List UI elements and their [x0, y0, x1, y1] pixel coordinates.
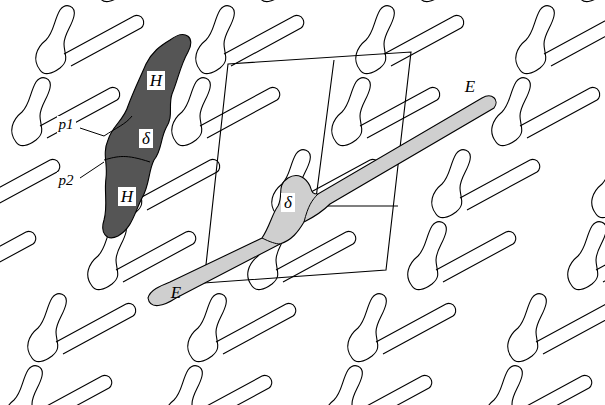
molecule-core	[356, 6, 395, 74]
molecule-tail	[116, 231, 196, 282]
molecule-outline	[484, 366, 592, 405]
molecule-core	[516, 6, 555, 74]
molecule-tail	[0, 231, 36, 282]
molecule-core	[188, 294, 227, 362]
molecule-core	[256, 0, 295, 2]
molecule-tail	[520, 87, 600, 138]
molecule-core	[408, 222, 447, 290]
molecule-tail	[544, 15, 605, 66]
molecule-outline	[0, 150, 60, 218]
molecule-tail	[32, 375, 112, 405]
molecule-core	[508, 294, 547, 362]
molecule-outline	[432, 150, 540, 218]
molecule-outline	[256, 0, 364, 2]
molecule-tail	[536, 303, 605, 354]
molecule-tail	[64, 15, 144, 66]
part-label: E	[463, 78, 477, 95]
molecule-outline	[4, 366, 112, 405]
molecule-core	[492, 78, 531, 146]
molecule-core	[484, 366, 523, 405]
molecule-outline	[324, 366, 432, 405]
part-label: H	[147, 71, 165, 90]
molecule-outline	[492, 78, 600, 146]
molecule-outline	[196, 6, 304, 74]
molecule-outline	[408, 222, 516, 290]
molecule-core	[164, 366, 203, 405]
part-label: δ	[281, 193, 295, 212]
molecule-core	[568, 222, 605, 290]
molecule-outline	[248, 222, 356, 290]
molecule-core	[96, 0, 135, 2]
molecule-outline	[164, 366, 272, 405]
molecule-core	[324, 366, 363, 405]
leader-line	[80, 128, 104, 178]
dark-molecule-shape	[103, 35, 191, 238]
molecule-core	[36, 6, 75, 74]
molecule-outline	[576, 0, 605, 2]
molecule-tail	[352, 375, 432, 405]
molecule-core	[416, 0, 455, 2]
molecule-core	[592, 150, 605, 218]
molecule-outline	[188, 294, 296, 362]
molecule-tail	[512, 375, 592, 405]
light-molecule-shape	[148, 96, 496, 306]
molecule-core	[172, 78, 211, 146]
molecule-core	[348, 294, 387, 362]
molecule-tail	[376, 303, 456, 354]
molecule-tail	[200, 87, 280, 138]
part-label: δ	[139, 129, 153, 148]
molecule-outline	[592, 150, 605, 218]
molecule-outline	[516, 6, 605, 74]
molecule-tail	[216, 303, 296, 354]
molecule-tail	[140, 159, 220, 210]
molecule-outline	[416, 0, 524, 2]
molecule-tail	[384, 15, 464, 66]
molecule-outline	[568, 222, 605, 290]
molecule-tail	[0, 159, 60, 210]
molecule-outline	[508, 294, 605, 362]
part-label: p2	[57, 172, 76, 189]
molecule-outline	[28, 294, 136, 362]
molecule-core	[576, 0, 605, 2]
molecule-outline	[348, 294, 456, 362]
molecule-core	[432, 150, 471, 218]
molecule-tail	[596, 231, 605, 282]
molecule-core	[28, 294, 67, 362]
molecule-outline	[0, 222, 36, 290]
molecule-tail	[40, 87, 120, 138]
part-label: p1	[57, 116, 76, 133]
part-label: E	[169, 284, 183, 301]
molecule-outline	[36, 6, 144, 74]
light-molecule	[148, 96, 496, 306]
part-label: H	[118, 187, 136, 206]
molecule-tail	[436, 231, 516, 282]
dark-molecule	[80, 35, 191, 238]
molecule-tail	[224, 15, 304, 66]
molecule-outline	[96, 0, 204, 2]
molecule-tail	[56, 303, 136, 354]
molecule-core	[12, 78, 51, 146]
molecule-tail	[460, 159, 540, 210]
molecule-outline	[0, 0, 44, 2]
molecule-tail	[192, 375, 272, 405]
molecule-core	[4, 366, 43, 405]
molecule-core	[332, 78, 371, 146]
